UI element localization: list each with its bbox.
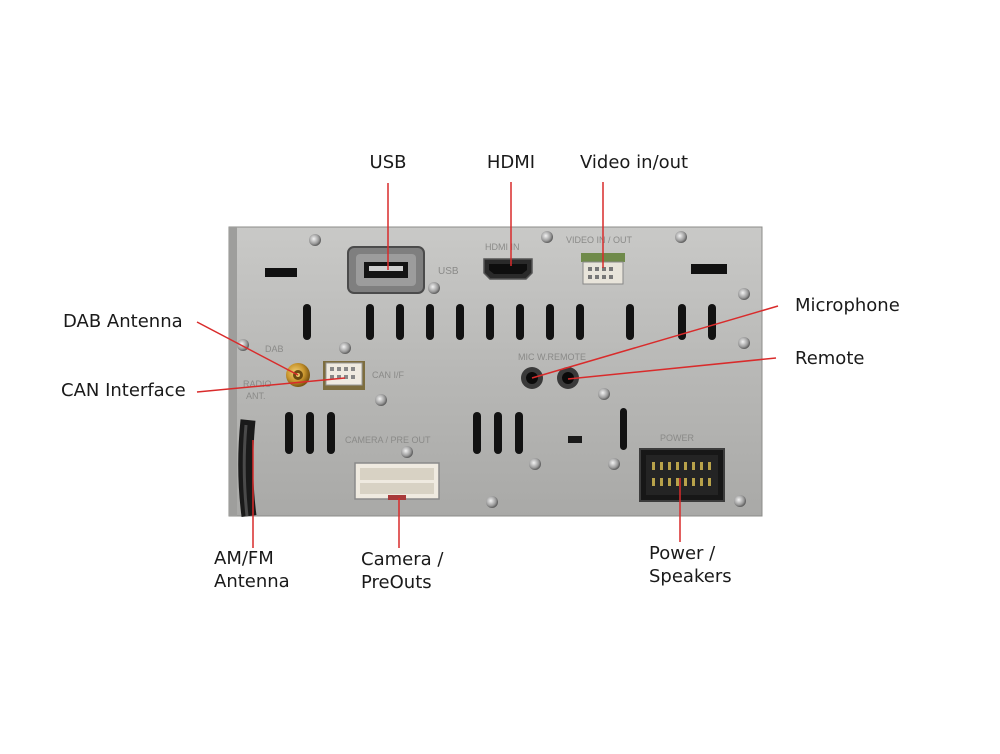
label-amfm-line1: AM/FM	[214, 548, 274, 569]
vent-slot	[515, 412, 523, 454]
panel-print-hdmi-in: HDMI IN	[485, 242, 520, 252]
remote-jack	[557, 367, 579, 389]
panel-print-can-if: CAN I/F	[372, 370, 405, 380]
screw	[309, 234, 321, 246]
label-remote: Remote	[795, 348, 865, 369]
label-usb: USB	[369, 152, 407, 173]
lower-vent-row	[285, 408, 627, 454]
label-amfm-antenna: AM/FM Antenna	[214, 547, 290, 593]
label-amfm-line2: Antenna	[214, 571, 290, 592]
vent-slot	[568, 436, 582, 443]
leader-lines	[196, 182, 779, 548]
leader-line-can	[196, 377, 346, 393]
hdmi-port	[483, 258, 533, 280]
screw	[428, 282, 440, 294]
label-hdmi: HDMI	[486, 152, 536, 173]
label-microphone: Microphone	[795, 295, 900, 316]
panel-print-ant: ANT.	[246, 391, 266, 401]
screws	[237, 231, 750, 508]
panel-print-power: POWER	[660, 433, 695, 443]
label-video-inout: Video in/out	[580, 152, 689, 173]
vent-slot	[327, 412, 335, 454]
screw	[486, 496, 498, 508]
label-power-line1: Power /	[649, 543, 716, 564]
panel-print-radio: RADIO	[243, 379, 272, 389]
vent-slot	[306, 412, 314, 454]
leader-line-remote	[567, 357, 777, 380]
label-camera-preouts: Camera / PreOuts	[361, 548, 443, 594]
vent-slot	[396, 304, 404, 340]
vent-slot	[486, 304, 494, 340]
vent-slot	[708, 304, 716, 340]
vent-slot	[265, 268, 297, 277]
vent-slot	[691, 264, 727, 274]
vent-slot	[473, 412, 481, 454]
label-dab-antenna: DAB Antenna	[63, 311, 183, 332]
panel-print-mic-remote: MIC W.REMOTE	[518, 352, 586, 362]
power-speakers-connector	[639, 448, 725, 502]
vent-slot	[494, 412, 502, 454]
vent-slot	[366, 304, 374, 340]
screw	[375, 394, 387, 406]
vent-slot	[678, 304, 686, 340]
amfm-antenna-cable	[238, 419, 257, 517]
vent-slot	[456, 304, 464, 340]
can-interface-connector	[323, 361, 365, 390]
screw	[734, 495, 746, 507]
screw	[237, 339, 249, 351]
vent-slot	[426, 304, 434, 340]
label-power-speakers: Power / Speakers	[649, 542, 732, 588]
camera-preout-connector	[354, 462, 440, 500]
screw	[675, 231, 687, 243]
panel-print-dab: DAB	[265, 344, 284, 354]
vent-slot	[576, 304, 584, 340]
label-camera-line2: PreOuts	[361, 572, 432, 593]
vent-slot	[285, 412, 293, 454]
screw	[541, 231, 553, 243]
label-power-line2: Speakers	[649, 566, 732, 587]
usb-port	[347, 246, 425, 294]
leader-line-microphone	[531, 305, 779, 379]
screw	[529, 458, 541, 470]
screw	[339, 342, 351, 354]
screw	[598, 388, 610, 400]
screw	[738, 288, 750, 300]
screw	[608, 458, 620, 470]
vent-slot	[626, 304, 634, 340]
panel-print-usb: USB	[438, 266, 459, 277]
screw	[738, 337, 750, 349]
vent-slot	[516, 304, 524, 340]
screw	[401, 446, 413, 458]
vent-slot	[303, 304, 311, 340]
upper-vent-row	[303, 304, 716, 340]
vent-slot	[620, 408, 627, 450]
label-camera-line1: Camera /	[361, 549, 444, 570]
vent-slot	[546, 304, 554, 340]
label-can-interface: CAN Interface	[61, 380, 186, 401]
leader-line-dab	[196, 321, 299, 376]
panel-left-flange	[229, 227, 237, 516]
panel-print-video-inout: VIDEO IN / OUT	[566, 235, 633, 245]
panel-print-camera-preout: CAMERA / PRE OUT	[345, 435, 431, 445]
